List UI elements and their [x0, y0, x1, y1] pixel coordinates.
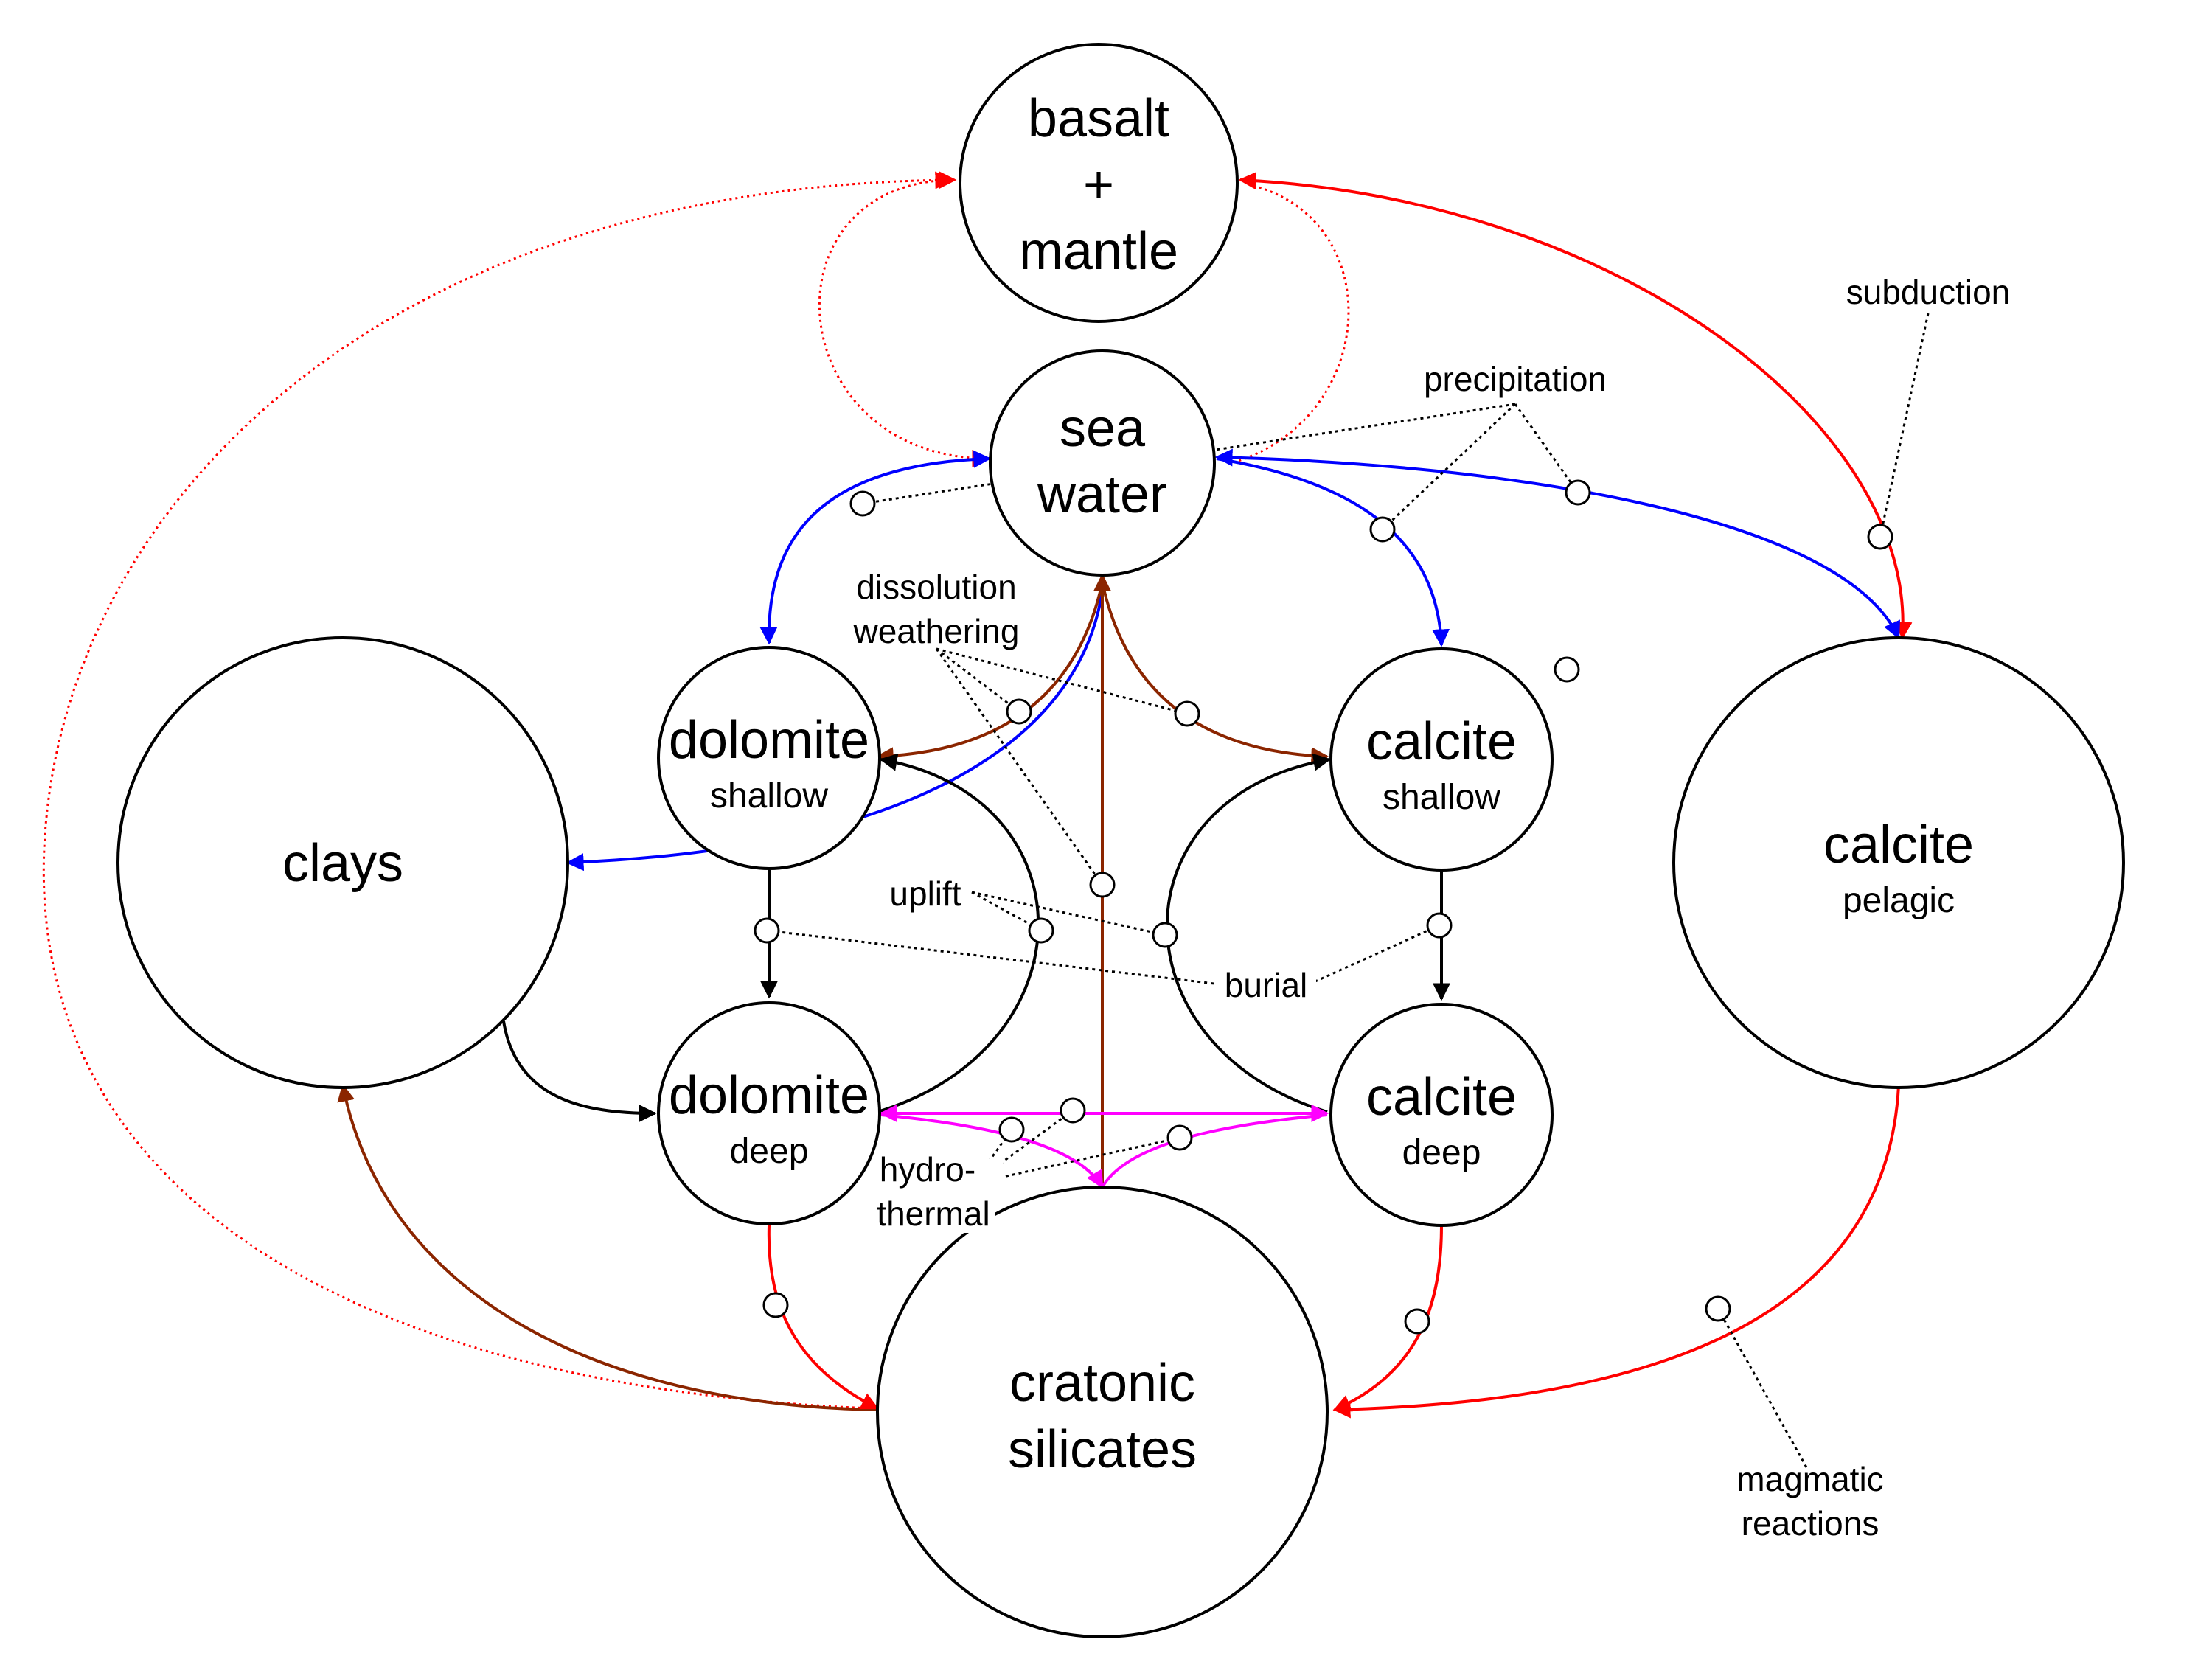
flow-uplift-calcite: [1166, 753, 1332, 1113]
node-dolomite-shallow-title: dolomite: [669, 711, 869, 770]
valves: [754, 479, 1893, 1335]
node-cratonic-silicates-line1: cratonic: [1009, 1354, 1195, 1413]
flow-magmatic-dolomite: [767, 1225, 880, 1410]
node-clays: clays: [116, 636, 569, 1089]
valve-weather-silicates: [1089, 872, 1116, 898]
process-labels: subduction precipitation dissolution wea…: [852, 273, 2010, 1543]
flow-weather-calcite-shallow: [1101, 582, 1329, 765]
label-weathering: weathering: [852, 612, 1019, 650]
valve-subduction: [1867, 524, 1893, 550]
valve-hydro-dolomite: [998, 1116, 1025, 1143]
node-basalt-mantle-line1: basalt: [1028, 89, 1169, 148]
valve-uplift-calcite: [1152, 922, 1178, 948]
node-calcite-deep: calcite deep: [1329, 1003, 1554, 1227]
flow-clays-dolomite-deep: [502, 1020, 657, 1122]
node-sea-water: sea water: [989, 349, 1216, 577]
node-calcite-shallow-title: calcite: [1366, 712, 1517, 771]
node-dolomite-deep-sub: deep: [730, 1132, 809, 1171]
flow-magmatic-pelagic: [1332, 1085, 1900, 1419]
valve-uplift-dolomite: [1028, 917, 1054, 944]
valve-precip-pelagic: [1565, 479, 1591, 506]
label-magmatic: magmatic: [1736, 1460, 1883, 1498]
label-uplift: uplift: [889, 874, 961, 913]
flow-precip-dolomite-shallow: [759, 450, 992, 645]
label-hydro: hydro-: [880, 1150, 975, 1189]
valve-magmatic-dolomite: [762, 1292, 789, 1318]
node-cratonic-silicates: cratonic silicates: [876, 1186, 1329, 1638]
valve-weather-dolomite: [1006, 698, 1032, 725]
node-basalt-mantle-line3: mantle: [1019, 222, 1178, 281]
valve-hydro-calcite: [1166, 1124, 1193, 1151]
valve-burial-calcite: [1426, 912, 1453, 939]
node-calcite-deep-sub: deep: [1402, 1133, 1481, 1172]
node-basalt-mantle: basalt + mantle: [959, 43, 1239, 323]
node-sea-water-line2: water: [1037, 465, 1167, 524]
valve-hydro-center: [1060, 1097, 1086, 1124]
flow-precip-calcite-pelagic: [1214, 448, 1900, 640]
flow-mantle-seawater-right: [1238, 184, 1350, 462]
leader-magmatic: [1717, 1308, 1808, 1468]
valve-precip-dolomite: [849, 490, 876, 517]
label-dissolution: dissolution: [856, 568, 1016, 606]
valve-magmatic-calcite: [1404, 1308, 1430, 1335]
node-dolomite-deep-title: dolomite: [669, 1066, 869, 1125]
node-calcite-shallow-sub: shallow: [1382, 778, 1500, 817]
node-dolomite-shallow-sub: shallow: [710, 776, 828, 815]
valve-magmatic-pelagic: [1705, 1295, 1731, 1322]
flow-weather-dolomite-shallow: [875, 582, 1104, 765]
valve-precip-calcite: [1369, 516, 1396, 543]
node-dolomite-shallow: dolomite shallow: [657, 646, 881, 870]
node-sea-water-line1: sea: [1060, 399, 1146, 458]
label-precipitation: precipitation: [1424, 360, 1607, 398]
label-subduction: subduction: [1846, 273, 2011, 311]
node-calcite-shallow: calcite shallow: [1329, 647, 1554, 872]
leader-uplift: [971, 891, 1166, 936]
node-calcite-pelagic: calcite pelagic: [1672, 636, 2125, 1089]
flow-hydro-calcite-silicates: [1101, 1113, 1328, 1189]
node-dolomite-deep: dolomite deep: [657, 1001, 881, 1225]
flow-mantle-silicates-outer: [42, 171, 957, 1410]
valve-weather-calcite: [1174, 700, 1200, 727]
node-basalt-mantle-line2: +: [1083, 156, 1114, 215]
node-calcite-pelagic-title: calcite: [1823, 815, 1974, 874]
label-burial: burial: [1225, 966, 1308, 1004]
flow-mantle-seawater-left: [818, 171, 990, 467]
leader-burial: [766, 924, 1440, 986]
node-calcite-deep-title: calcite: [1366, 1068, 1517, 1127]
valve-burial-dolomite: [754, 917, 780, 944]
flow-clays-silicates: [337, 1083, 877, 1411]
label-reactions: reactions: [1742, 1504, 1879, 1543]
leader-dissolution: [935, 647, 1188, 886]
node-calcite-pelagic-sub: pelagic: [1843, 881, 1955, 920]
leader-precipitation: [862, 403, 1579, 531]
node-cratonic-silicates-line2: silicates: [1008, 1420, 1197, 1479]
flow-subduction: [1238, 172, 1913, 640]
flow-precip-calcite-shallow: [1216, 457, 1450, 647]
valve-unattached: [1554, 656, 1580, 683]
flow-uplift-dolomite: [877, 753, 1040, 1113]
leader-subduction: [1879, 313, 1930, 538]
node-clays-title: clays: [282, 834, 403, 893]
label-thermal: thermal: [877, 1194, 990, 1233]
